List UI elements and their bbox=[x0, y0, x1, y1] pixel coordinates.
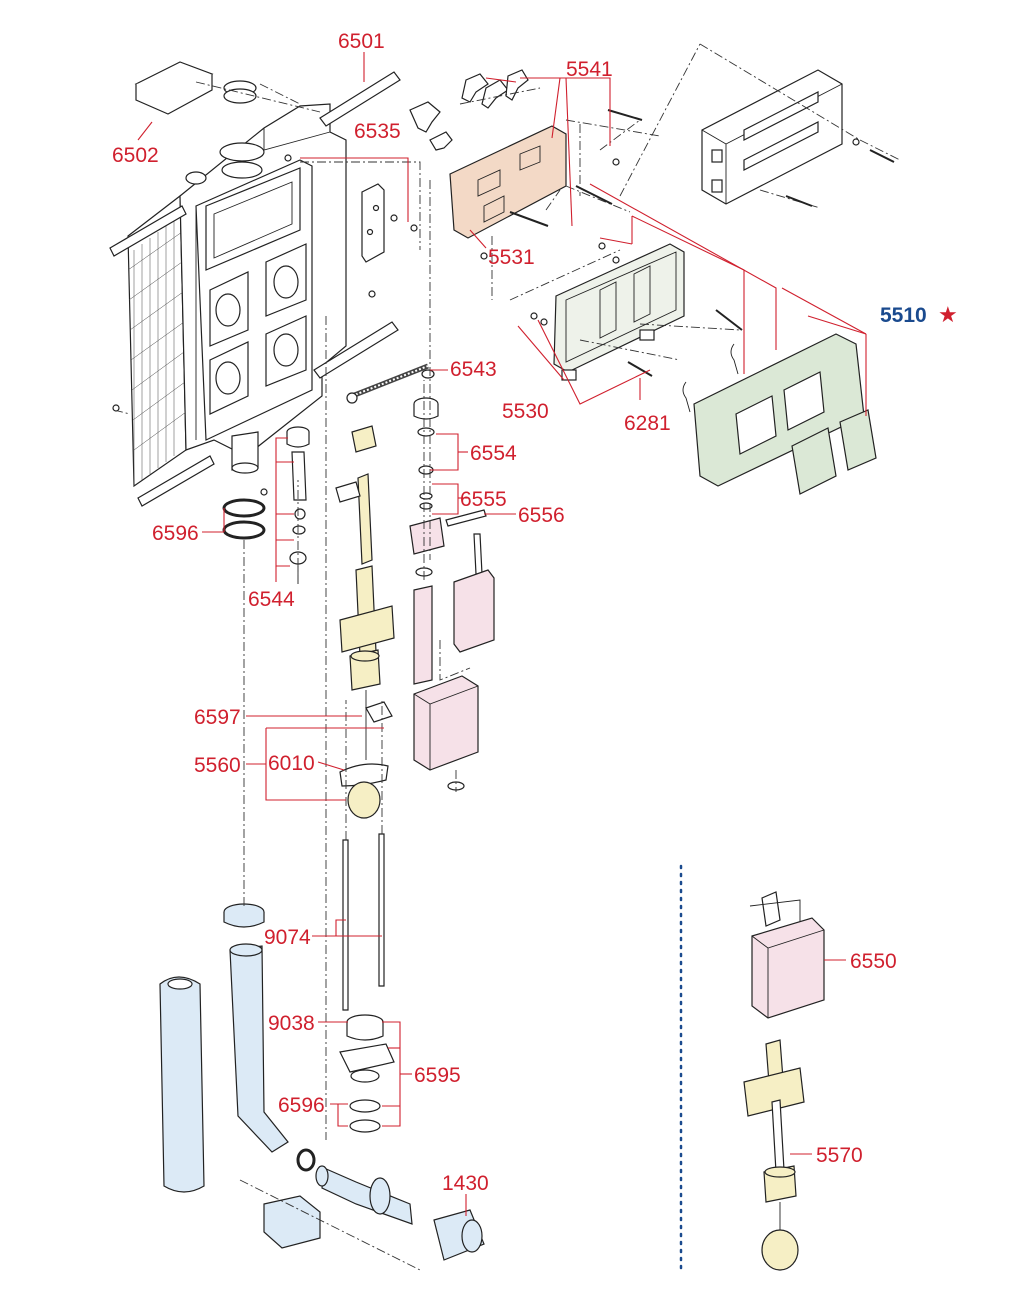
label-6550: 6550 bbox=[850, 950, 897, 973]
flush-valve-5570 bbox=[743, 1039, 805, 1271]
label-5531: 5531 bbox=[488, 246, 535, 269]
label-6535: 6535 bbox=[354, 120, 401, 143]
label-6596-bottom: 6596 bbox=[278, 1094, 325, 1117]
part-labels: 6501 6502 6535 5541 5531 5510 ★ 6543 553… bbox=[112, 30, 958, 1195]
label-6502: 6502 bbox=[112, 144, 159, 167]
fill-valve-6550 bbox=[749, 891, 825, 1019]
mounting-plate-5530 bbox=[553, 243, 685, 381]
label-6010: 6010 bbox=[268, 752, 315, 775]
wall-box bbox=[701, 69, 843, 205]
leader-lines bbox=[137, 52, 867, 1216]
valve-parts-6544 bbox=[222, 426, 310, 584]
flush-valve-assembly bbox=[335, 363, 429, 1133]
label-6281: 6281 bbox=[624, 412, 671, 435]
label-9074: 9074 bbox=[264, 926, 311, 949]
label-6596-top: 6596 bbox=[152, 522, 199, 545]
label-6543: 6543 bbox=[450, 358, 497, 381]
fill-valve-assembly bbox=[409, 369, 495, 791]
label-6555: 6555 bbox=[460, 488, 507, 511]
label-9038: 9038 bbox=[268, 1012, 315, 1035]
label-5530: 5530 bbox=[502, 400, 549, 423]
flush-pipes bbox=[159, 903, 485, 1261]
star-icon: ★ bbox=[938, 303, 958, 328]
label-5570: 5570 bbox=[816, 1144, 863, 1167]
label-6597: 6597 bbox=[194, 706, 241, 729]
label-6544: 6544 bbox=[248, 588, 295, 611]
label-6595: 6595 bbox=[414, 1064, 461, 1087]
label-6501: 6501 bbox=[338, 30, 385, 53]
label-5560: 5560 bbox=[194, 754, 241, 777]
cover-plate-5510 bbox=[682, 333, 877, 495]
label-5541: 5541 bbox=[566, 58, 613, 81]
label-1430: 1430 bbox=[442, 1172, 489, 1195]
cistern-body bbox=[109, 61, 401, 507]
screws bbox=[112, 109, 895, 496]
label-6556: 6556 bbox=[518, 504, 565, 527]
label-5510: 5510 bbox=[880, 304, 927, 327]
label-6554: 6554 bbox=[470, 442, 517, 465]
frame-plate-5531 bbox=[409, 69, 567, 239]
